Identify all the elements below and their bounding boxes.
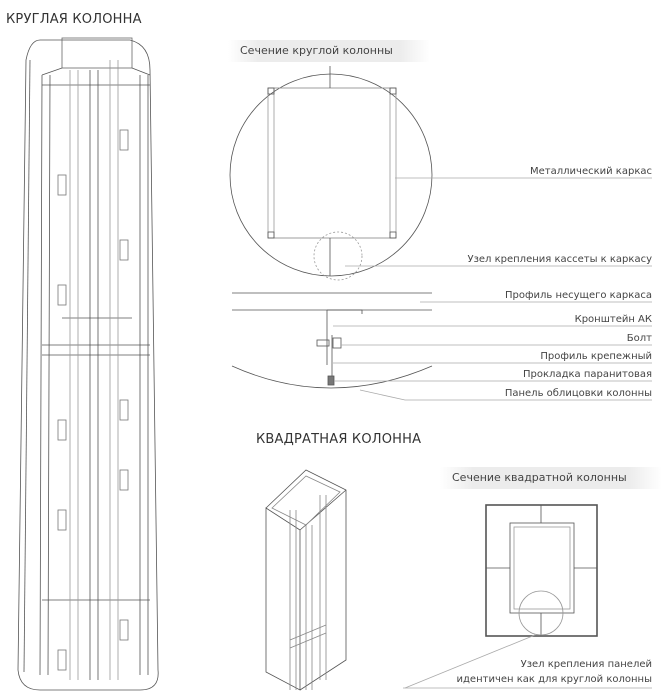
callout-bearing-profile: Профиль несущего каркаса [504, 290, 652, 301]
square-section-drawing [403, 504, 652, 689]
round-column-title: КРУГЛАЯ КОЛОННА [6, 12, 142, 27]
note-line-2: идентичен как для круглой колонны [456, 674, 652, 685]
callout-metal-frame: Металлический каркас [530, 166, 652, 177]
square-column-drawing [265, 469, 347, 691]
round-column-drawing [17, 37, 159, 691]
square-section-header: Сечение квадратной колонны [440, 467, 662, 489]
round-section-drawing [229, 66, 433, 389]
callout-bolt: Болт [626, 333, 652, 344]
callout-leaders [333, 177, 652, 401]
callout-fixing-profile: Профиль крепежный [540, 351, 652, 362]
callout-bracket: Кронштейн АК [574, 314, 652, 325]
note-line-1: Узел крепления панелей [520, 659, 652, 670]
callout-cladding-panel: Панель облицовки колонны [504, 388, 652, 399]
callout-gasket: Прокладка паранитовая [523, 369, 652, 380]
round-section-header: Сечение круглой колонны [228, 40, 430, 62]
square-column-title: КВАДРАТНАЯ КОЛОННА [256, 432, 422, 447]
callout-cassette-node: Узел крепления кассеты к каркасу [467, 254, 652, 265]
